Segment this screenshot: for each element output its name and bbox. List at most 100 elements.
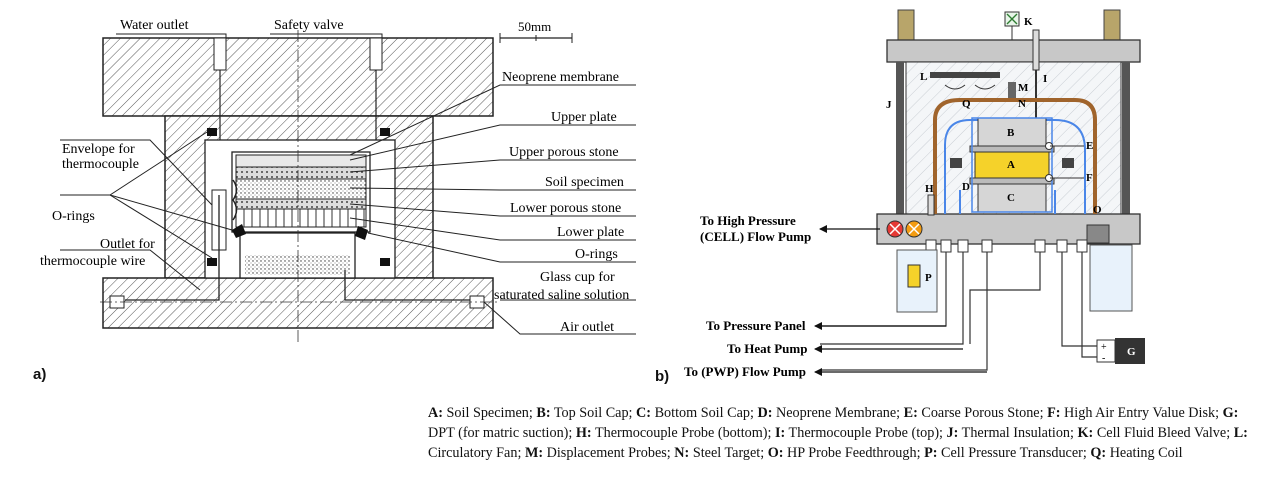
legend-key: P: xyxy=(924,445,938,461)
dpt-body xyxy=(1115,338,1145,364)
letter-m: M xyxy=(1018,82,1029,94)
tie-rod-top xyxy=(1103,9,1121,41)
figure: 50mm Water outlet Safety valve Neoprene … xyxy=(40,9,1145,379)
legend-key: F: xyxy=(1047,405,1061,421)
saline-solution xyxy=(245,255,350,275)
legend-key: L: xyxy=(1233,425,1248,441)
legend-text: Bottom Soil Cap; xyxy=(651,405,758,421)
heating-coil xyxy=(933,98,1097,214)
letter-h: H xyxy=(925,183,934,195)
letter-c: C xyxy=(1007,192,1015,204)
panel-b-drawing: + - To High Pressure (CELL) Flow Pump To… xyxy=(684,9,1145,379)
legend-key: Q: xyxy=(1090,445,1107,461)
legend-key: A: xyxy=(428,405,443,421)
callout-o-rings-right: O-rings xyxy=(575,247,618,262)
label-high-pressure-2: (CELL) Flow Pump xyxy=(700,229,811,244)
letter-q: Q xyxy=(962,98,971,110)
panel-a-label: a) xyxy=(33,366,47,383)
top-cap xyxy=(886,39,1141,63)
neoprene-membrane xyxy=(231,151,371,233)
letter-j: J xyxy=(886,99,892,111)
tie-rod-top xyxy=(897,9,915,41)
lower-plate xyxy=(235,208,367,228)
callout-lower-plate: Lower plate xyxy=(557,225,624,240)
legend-text: Displacement Probes; xyxy=(543,445,675,461)
legend-key: E: xyxy=(903,405,918,421)
legend-text: Circulatory Fan; xyxy=(428,445,525,461)
air-outlet-channel xyxy=(344,270,470,301)
label-high-pressure-1: To High Pressure xyxy=(700,213,796,228)
legend-text: Coarse Porous Stone; xyxy=(917,405,1048,421)
upper-plate xyxy=(235,154,367,168)
o-ring xyxy=(207,258,217,266)
legend-text: Top Soil Cap; xyxy=(550,405,637,421)
letter-o: O xyxy=(1093,204,1102,216)
letter-g: G xyxy=(1127,346,1136,358)
callout-air-outlet: Air outlet xyxy=(560,320,614,335)
o-ring xyxy=(380,258,390,266)
legend-text: Cell Fluid Bleed Valve; xyxy=(1093,425,1234,441)
o-ring xyxy=(380,128,390,136)
letter-i: I xyxy=(1043,73,1047,85)
bottom-soil-cap xyxy=(977,183,1047,213)
legend-key: N: xyxy=(674,445,690,461)
letter-n: N xyxy=(1018,98,1026,110)
o-ring xyxy=(207,128,217,136)
insulated-canister xyxy=(1089,244,1133,312)
letter-d: D xyxy=(962,181,970,193)
thermocouple-probe-top xyxy=(1032,29,1040,71)
safety-valve-port xyxy=(369,37,383,71)
soil-specimen xyxy=(974,151,1050,179)
legend-text: Cell Pressure Transducer; xyxy=(937,445,1091,461)
fitting-icon xyxy=(925,239,1088,253)
callout-safety-valve: Safety valve xyxy=(274,18,344,33)
legend-text: Heating Coil xyxy=(1106,445,1183,461)
label-pressure-panel: To Pressure Panel xyxy=(706,318,806,333)
legend-text: Soil Specimen; xyxy=(442,405,537,421)
top-soil-cap xyxy=(977,117,1047,147)
panel-a-drawing: 50mm Water outlet Safety valve Neoprene … xyxy=(40,18,636,345)
letter-l: L xyxy=(920,71,927,83)
callout-o-rings-left: O-rings xyxy=(52,209,95,224)
label-heat-pump: To Heat Pump xyxy=(727,341,807,356)
callout-water-outlet: Water outlet xyxy=(120,18,189,33)
legend-text: Steel Target; xyxy=(689,445,768,461)
thermocouple-wire xyxy=(125,195,220,301)
callout-lower-porous-stone: Lower porous stone xyxy=(510,201,621,216)
legend-key: M: xyxy=(524,445,544,461)
scale-bar-label: 50mm xyxy=(518,19,551,34)
dpt-plus: + xyxy=(1101,342,1107,353)
soil-specimen xyxy=(235,178,367,200)
fan-icon xyxy=(930,72,1000,78)
thermal-insulation xyxy=(1122,62,1130,214)
neoprene-membrane xyxy=(971,117,1053,213)
callout-neoprene-membrane: Neoprene membrane xyxy=(502,70,619,85)
legend-key: J: xyxy=(946,425,959,441)
legend-text: HP Probe Feedthrough; xyxy=(783,445,925,461)
cell-pressure-transducer xyxy=(907,264,921,288)
legend-text: DPT (for matric suction); xyxy=(428,425,576,441)
hp-probe-feedthrough xyxy=(1086,224,1110,244)
legend-text: Thermocouple Probe (top); xyxy=(785,425,947,441)
legend-text: High Air Entry Value Disk; xyxy=(1060,405,1223,421)
lower-porous-stone xyxy=(235,198,367,210)
figure-legend: A: Soil Specimen; B: Top Soil Cap; C: Bo… xyxy=(428,403,1258,463)
letter-k: K xyxy=(1024,16,1033,28)
panel-b-label: b) xyxy=(655,368,670,385)
legend-key: D: xyxy=(757,405,773,421)
dpt-minus: - xyxy=(1102,353,1105,364)
callout-glass-cup-2: saturated saline solution xyxy=(494,288,629,303)
legend-key: C: xyxy=(636,405,652,421)
water-outlet-port xyxy=(213,37,227,71)
legend-text: Thermal Insulation; xyxy=(958,425,1078,441)
legend-text: Neoprene Membrane; xyxy=(772,405,904,421)
legend-key: K: xyxy=(1077,425,1094,441)
callout-upper-plate: Upper plate xyxy=(551,110,617,125)
letter-b: B xyxy=(1007,127,1015,139)
callout-envelope-2: thermocouple xyxy=(62,157,139,172)
callout-soil-specimen: Soil specimen xyxy=(545,175,624,190)
callout-outlet-2: thermocouple wire xyxy=(40,254,145,269)
legend-key: H: xyxy=(575,425,592,441)
letter-p: P xyxy=(925,272,932,284)
legend-key: O: xyxy=(767,445,784,461)
